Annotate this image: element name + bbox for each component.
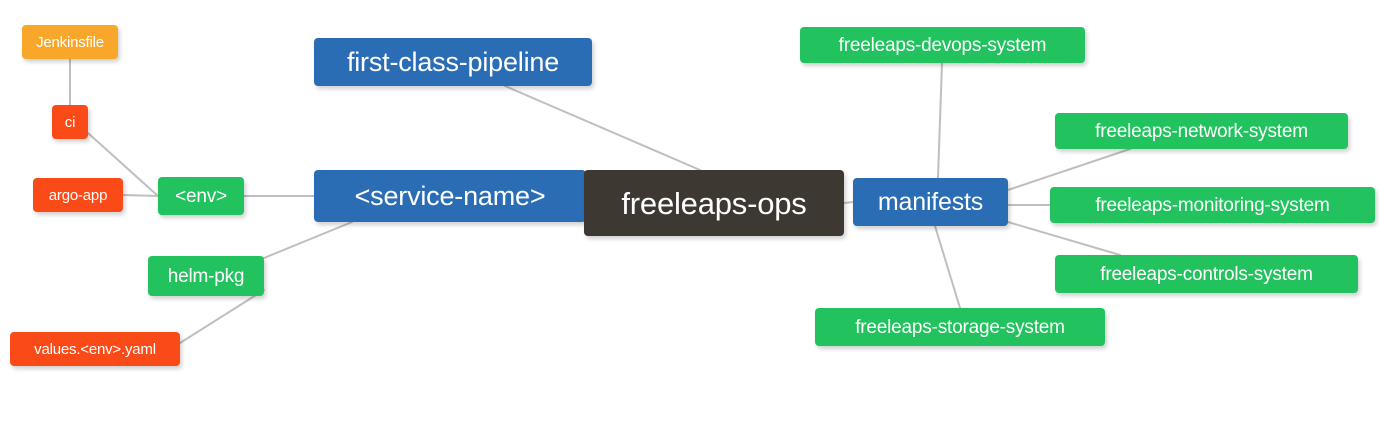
node-label-freeleaps-controls-system: freeleaps-controls-system [1100, 263, 1313, 285]
node-label-ci: ci [64, 113, 76, 131]
node-label-helm-pkg: helm-pkg [167, 265, 245, 287]
edge-freeleaps-ops-to-manifests [843, 201, 854, 204]
edge-first-class-pipeline-to-freeleaps-ops [504, 85, 701, 171]
node-label-freeleaps-ops: freeleaps-ops [621, 185, 807, 221]
node-helm-pkg[interactable]: helm-pkg [148, 256, 264, 296]
node-first-class-pipeline[interactable]: first-class-pipeline [314, 38, 592, 86]
node-label-freeleaps-storage-system: freeleaps-storage-system [855, 316, 1065, 338]
node-argo-app[interactable]: argo-app [33, 178, 123, 212]
node-label-argo-app: argo-app [48, 186, 108, 204]
node-jenkinsfile[interactable]: Jenkinsfile [22, 25, 118, 59]
edge-values-yaml-to-helm-pkg [179, 289, 265, 344]
node-label-values-yaml: values.<env>.yaml [34, 340, 156, 358]
node-label-first-class-pipeline: first-class-pipeline [346, 46, 560, 77]
node-label-jenkinsfile: Jenkinsfile [36, 33, 104, 51]
node-label-service-name: <service-name> [354, 180, 546, 211]
node-freeleaps-controls-system[interactable]: freeleaps-controls-system [1055, 255, 1358, 293]
node-values-yaml[interactable]: values.<env>.yaml [10, 332, 180, 366]
node-service-name[interactable]: <service-name> [314, 170, 586, 222]
node-freeleaps-network-system[interactable]: freeleaps-network-system [1055, 113, 1348, 149]
edge-manifests-to-freeleaps-storage-system [934, 225, 961, 309]
edge-manifests-to-freeleaps-network-system [1007, 148, 1131, 191]
node-label-freeleaps-network-system: freeleaps-network-system [1095, 120, 1308, 142]
node-label-freeleaps-devops-system: freeleaps-devops-system [838, 34, 1047, 56]
node-env[interactable]: <env> [158, 177, 244, 215]
edge-helm-pkg-to-service-name [263, 221, 353, 259]
node-label-freeleaps-monitoring-system: freeleaps-monitoring-system [1095, 194, 1330, 216]
node-manifests[interactable]: manifests [853, 178, 1008, 226]
node-label-manifests: manifests [877, 187, 984, 216]
node-label-env: <env> [175, 185, 227, 207]
node-ci[interactable]: ci [52, 105, 88, 139]
node-freeleaps-storage-system[interactable]: freeleaps-storage-system [815, 308, 1105, 346]
node-freeleaps-monitoring-system[interactable]: freeleaps-monitoring-system [1050, 187, 1375, 223]
edge-manifests-to-freeleaps-devops-system [937, 62, 943, 179]
edge-argo-app-to-env [122, 194, 159, 197]
node-freeleaps-ops[interactable]: freeleaps-ops [584, 170, 844, 236]
node-freeleaps-devops-system[interactable]: freeleaps-devops-system [800, 27, 1085, 63]
edge-manifests-to-freeleaps-controls-system [1007, 221, 1121, 256]
